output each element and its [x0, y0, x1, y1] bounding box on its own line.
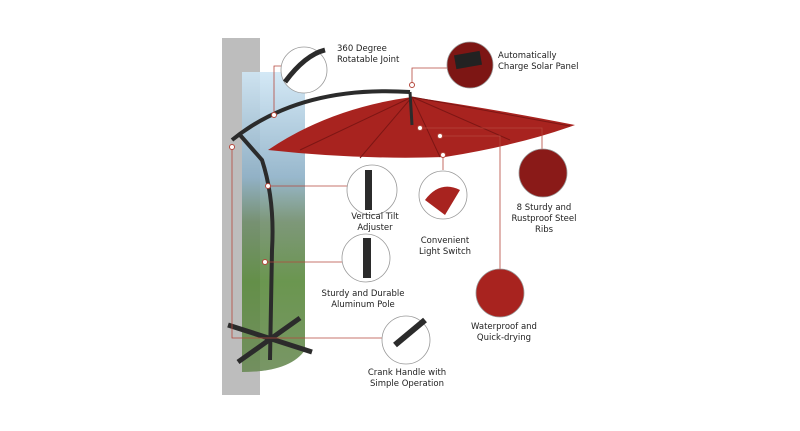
waterproof-detail-image	[475, 268, 525, 318]
ribs-detail-image	[518, 148, 568, 198]
arm	[230, 89, 411, 142]
cross-base	[227, 315, 313, 365]
pole	[238, 133, 275, 361]
canopy-ribs	[299, 96, 571, 159]
callout-dots	[229, 82, 446, 265]
hanging-pole	[408, 91, 414, 126]
leader-lines	[231, 65, 543, 339]
joint-detail-image	[280, 46, 328, 94]
